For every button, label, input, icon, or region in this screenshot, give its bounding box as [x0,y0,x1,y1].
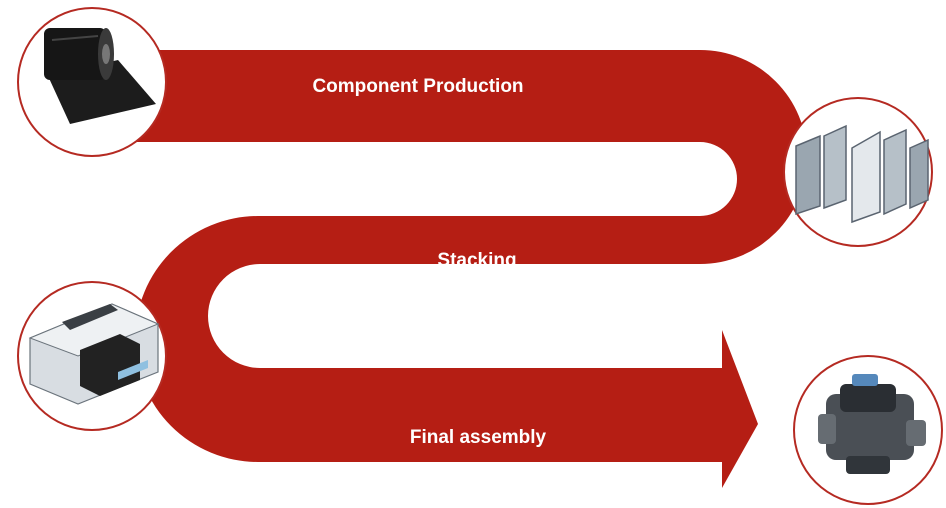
carbon-paper-roll-icon [44,28,156,124]
fuel-cell-stack-icon [28,303,160,405]
process-ribbon [100,50,807,488]
engine-system-circle [793,355,943,505]
stage-label-component-production: Component Production [312,76,523,97]
fuel-cell-plates-icon [795,124,929,224]
stage-label-final-assembly: Final assembly [410,427,547,448]
carbon-paper-roll-circle [17,7,167,157]
engine-system-icon [818,374,926,474]
fuel-cell-plates-circle [783,97,933,247]
stage-label-stacking: Stacking [437,250,516,271]
fuel-cell-stack-circle [17,281,167,431]
